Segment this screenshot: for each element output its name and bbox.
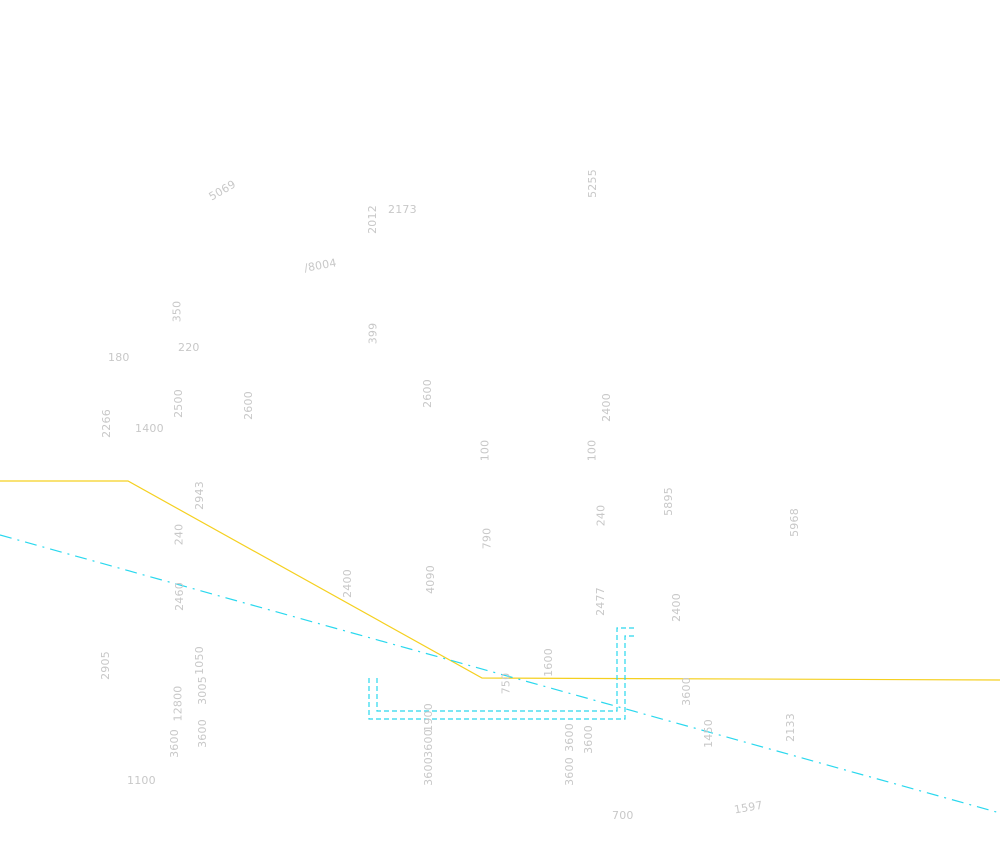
dim-label: 2477 [593, 587, 607, 616]
dim-label: 2600 [420, 379, 434, 408]
slope-profile-line [0, 480, 1000, 681]
dim-label: 1050 [192, 646, 206, 675]
dim-label: 1600 [541, 648, 555, 677]
dim-label: 3600 [679, 677, 693, 706]
dim-label: 1400 [135, 422, 164, 435]
dim-label: 3600 [421, 729, 435, 758]
dim-label: 2400 [669, 593, 683, 622]
dim-label: 5895 [661, 487, 675, 516]
dim-label: 100 [478, 439, 492, 462]
dim-label: 750 [499, 672, 513, 695]
dim-label: 2905 [98, 651, 112, 680]
dim-label: 100 [585, 439, 599, 462]
dim-label: 2400 [340, 569, 354, 598]
dim-label: 2600 [241, 391, 255, 420]
dim-label: 2500 [171, 389, 185, 418]
dim-label: 399 [366, 322, 380, 345]
dim-label: 2133 [783, 713, 797, 742]
dim-label: 2460 [172, 582, 186, 611]
dim-label: 350 [170, 300, 184, 323]
dim-label: 12800 [171, 685, 185, 722]
dim-label: 5968 [787, 508, 801, 537]
dim-label: 3600 [562, 757, 576, 786]
dim-label: 3600 [167, 729, 181, 758]
dim-label: 3600 [421, 757, 435, 786]
dim-label: 2943 [192, 481, 206, 510]
dim-label: 5255 [585, 169, 599, 198]
dim-label: 3600 [581, 725, 595, 754]
dim-label: 2173 [388, 203, 417, 216]
trench-outline [368, 627, 637, 720]
dim-label: 3600 [562, 723, 576, 752]
dim-label: 220 [178, 341, 200, 354]
dim-label: 2400 [599, 393, 613, 422]
dim-label: 3600 [195, 719, 209, 748]
dim-label: 1450 [701, 719, 715, 748]
dim-label: 240 [172, 523, 186, 546]
dim-label: 2012 [365, 205, 379, 234]
water-line [0, 534, 1000, 814]
dim-label: 1900 [421, 703, 435, 732]
dim-label: 4090 [423, 565, 437, 594]
dim-label: 700 [612, 809, 634, 822]
dim-label: 240 [594, 504, 608, 527]
dim-label: 3005 [195, 676, 209, 705]
dim-label: 1100 [127, 774, 156, 787]
dim-label: 180 [108, 351, 130, 364]
dim-label: 2266 [99, 409, 113, 438]
dim-label: 790 [480, 527, 494, 550]
